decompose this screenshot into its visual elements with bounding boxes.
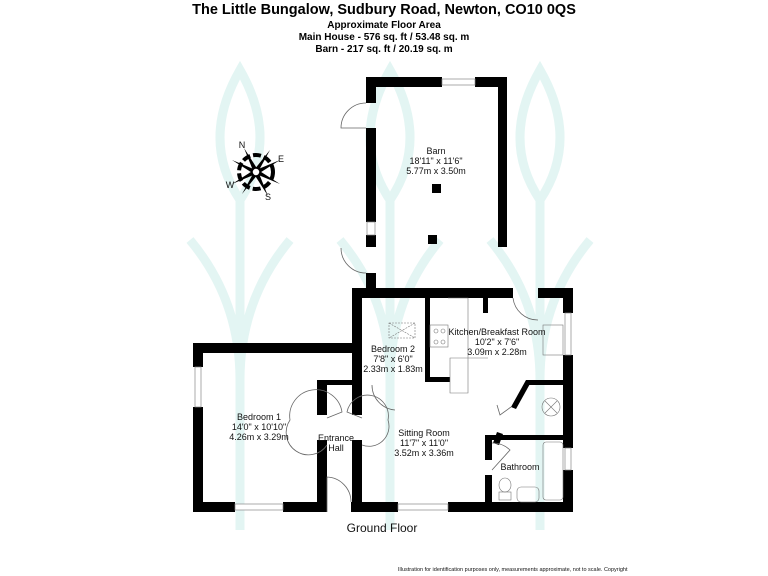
- floor-label: Ground Floor: [347, 521, 418, 535]
- room-bedroom-2: Bedroom 2 7'8" x 6'0" 2.33m x 1.83m: [363, 344, 423, 374]
- basin: [516, 486, 540, 503]
- barn-area: Barn - 217 sq. ft / 20.19 sq. m: [315, 44, 453, 55]
- entrance-hall-line2: Hall: [328, 443, 344, 453]
- compass-n: N: [239, 140, 246, 150]
- room-bedroom-1: Bedroom 1 14'0" x 10'10" 4.26m x 3.29m: [229, 412, 289, 442]
- plan-title: The Little Bungalow, Sudbury Road, Newto…: [192, 2, 576, 18]
- fixtures: [388, 297, 564, 503]
- boiler: [541, 397, 561, 417]
- house-walls: [193, 288, 573, 512]
- compass-w: W: [226, 180, 235, 190]
- room-name: Bedroom 2: [371, 344, 415, 354]
- room-metric: 2.33m x 1.83m: [363, 364, 423, 374]
- room-name: Sitting Room: [398, 428, 450, 438]
- room-name: Barn: [426, 146, 445, 156]
- room-metric: 5.77m x 3.50m: [406, 166, 466, 176]
- room-bathroom: Bathroom: [500, 462, 539, 472]
- room-imperial: 10'2" x 7'6": [475, 337, 519, 347]
- plan-subtitle: Approximate Floor Area: [327, 20, 441, 31]
- compass-e: E: [278, 154, 284, 164]
- room-imperial: 7'8" x 6'0": [373, 354, 412, 364]
- room-kitchen: Kitchen/Breakfast Room 10'2" x 7'6" 3.09…: [448, 327, 545, 357]
- main-house-area: Main House - 576 sq. ft / 53.48 sq. m: [298, 32, 470, 43]
- room-name: Kitchen/Breakfast Room: [448, 327, 545, 337]
- windows: [194, 312, 572, 511]
- room-imperial: 11'7" x 11'0": [400, 438, 448, 448]
- barn-door-upper: [340, 102, 367, 129]
- disclaimer: Illustration for identification purposes…: [398, 567, 628, 573]
- barn-door-lower: [340, 247, 367, 274]
- room-metric: 4.26m x 3.29m: [229, 432, 289, 442]
- room-name: Bedroom 1: [237, 412, 281, 422]
- compass-s: S: [265, 192, 271, 202]
- barn-side-window: [366, 221, 376, 236]
- room-sitting-room: Sitting Room 11'7" x 11'0" 3.52m x 3.36m: [394, 428, 454, 458]
- room-barn: Barn 18'11" x 11'6" 5.77m x 3.50m: [406, 146, 466, 176]
- kitchen-sink: [542, 324, 564, 356]
- entrance-hall-line1: Entrance: [318, 433, 354, 443]
- bath: [542, 441, 564, 501]
- toilet: [498, 477, 512, 493]
- room-imperial: 18'11" x 11'6": [409, 156, 462, 166]
- room-metric: 3.52m x 3.36m: [394, 448, 454, 458]
- skylight: [388, 322, 416, 339]
- room-imperial: 14'0" x 10'10": [232, 422, 286, 432]
- door-swings: [285, 297, 539, 512]
- room-metric: 3.09m x 2.28m: [467, 347, 527, 357]
- hob: [429, 324, 449, 348]
- compass-rose-icon: [232, 148, 280, 196]
- barn-walls: [366, 77, 507, 291]
- watermark: [186, 60, 594, 530]
- barn-window: [441, 78, 476, 86]
- kitchen-counter: [448, 297, 488, 394]
